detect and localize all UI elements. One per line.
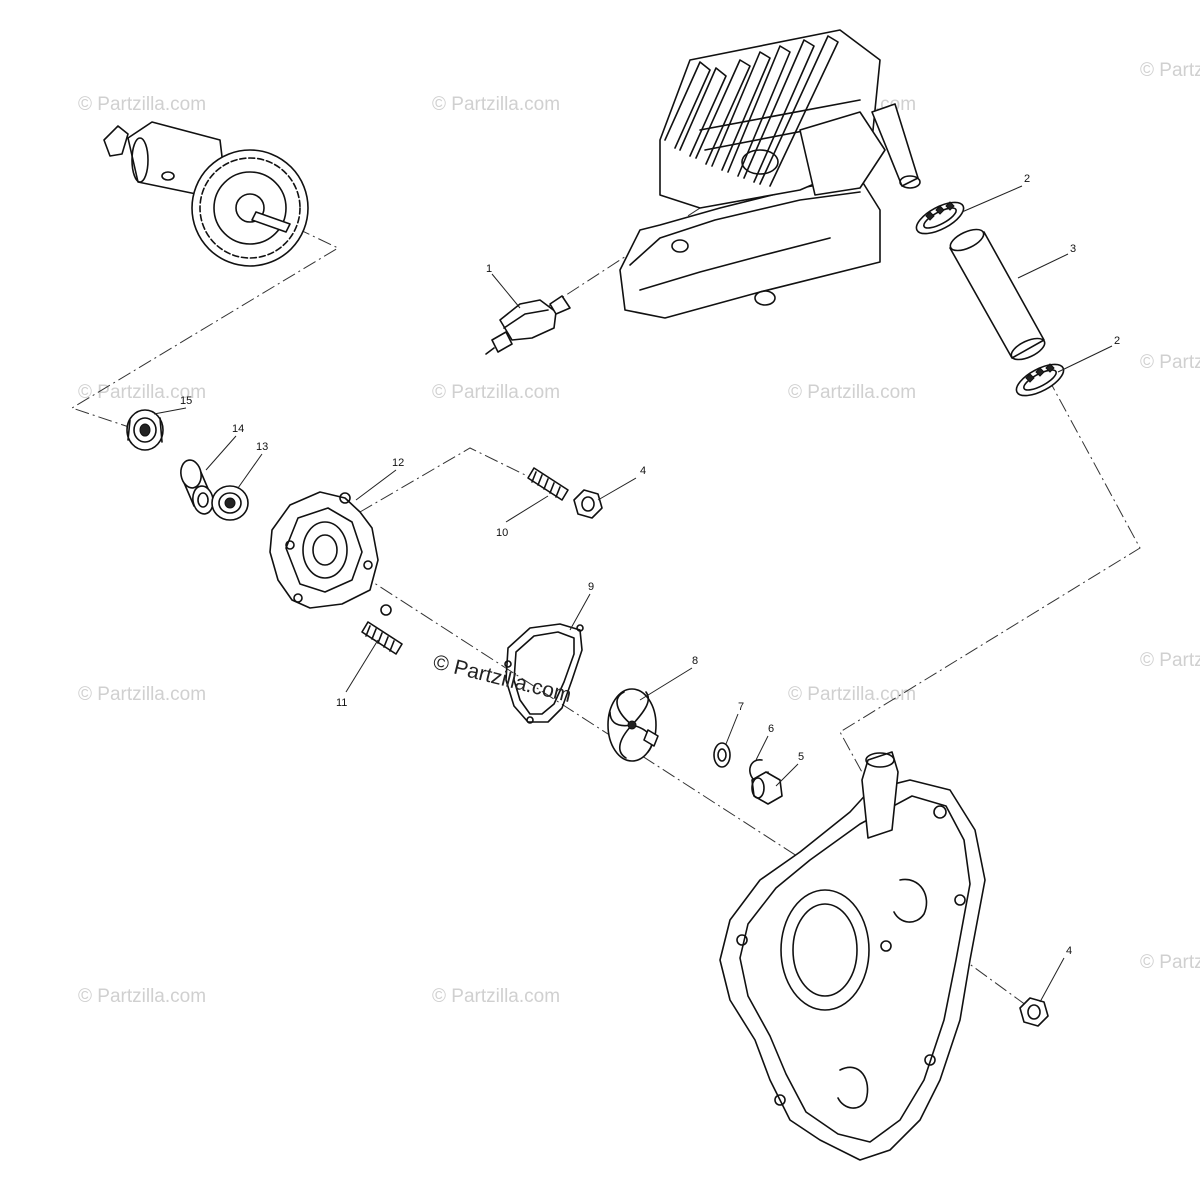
watermark: © Partzilla.com	[1140, 60, 1200, 81]
callout-2-lower: 2	[1114, 335, 1120, 347]
part-4-nut-lower	[1019, 997, 1049, 1027]
part-4-nut-upper	[573, 489, 603, 519]
watermark: © Partzilla.com	[78, 986, 206, 1007]
watermark: © Partzilla.com	[788, 684, 916, 705]
watermark: © Partzilla.com	[1140, 650, 1200, 671]
callout-3: 3	[1070, 243, 1076, 255]
plug-axis-line	[539, 181, 741, 313]
part-5-nut	[751, 771, 783, 805]
watermark: © Partzilla.com	[432, 986, 560, 1007]
center-watermark: © Partzilla.com	[431, 651, 574, 708]
callout-11: 11	[336, 697, 347, 709]
part-1-sensor	[485, 295, 571, 355]
shaft-axis-line	[70, 217, 340, 431]
callout-4-upper: 4	[640, 465, 646, 477]
watermark: © Partzilla.com	[1140, 352, 1200, 373]
watermark: © Partzilla.com	[432, 382, 560, 403]
watermark: © Partzilla.com	[432, 94, 560, 115]
callout-4-lower: 4	[1066, 945, 1072, 957]
callout-6: 6	[768, 723, 774, 735]
part-11-stud	[361, 621, 403, 655]
leader-lines	[153, 185, 1113, 1003]
part-12-pump-housing	[269, 491, 392, 616]
hose-route-line	[839, 377, 1141, 806]
callout-7: 7	[738, 701, 744, 713]
pump-drive-shaft-gear	[103, 121, 309, 267]
callout-13: 13	[256, 441, 268, 453]
callout-10: 10	[496, 527, 508, 539]
part-8-impeller	[607, 688, 659, 762]
part-10-stud	[527, 467, 569, 501]
watermark: © Partzilla.com	[1140, 952, 1200, 973]
part-2-clamp-lower	[1015, 363, 1065, 397]
callout-9: 9	[588, 581, 594, 593]
part-7-washer	[713, 742, 731, 768]
crankcase-cover	[719, 751, 986, 1161]
callout-15: 15	[180, 395, 192, 407]
callout-12: 12	[392, 457, 404, 469]
part-14-bushing	[180, 459, 214, 515]
engine-cylinder	[619, 29, 921, 319]
callout-8: 8	[692, 655, 698, 667]
watermark: © Partzilla.com	[78, 382, 206, 403]
part-9-gasket	[504, 623, 584, 724]
part-2-clamp-upper	[915, 201, 965, 235]
callout-14: 14	[232, 423, 244, 435]
callout-1: 1	[486, 263, 492, 275]
watermark: © Partzilla.com	[78, 684, 206, 705]
watermark: © Partzilla.com	[78, 94, 206, 115]
part-15-bearing	[126, 409, 164, 451]
part-3-hose	[949, 228, 1046, 361]
callout-2-upper: 2	[1024, 173, 1030, 185]
callout-labels: 1 2 3 2 4 4 5 6 7 8 9 10 11 12 13 14 15	[180, 173, 1120, 957]
watermark: © Partzilla.com	[788, 382, 916, 403]
callout-5: 5	[798, 751, 804, 763]
part-13-seal	[211, 485, 249, 521]
